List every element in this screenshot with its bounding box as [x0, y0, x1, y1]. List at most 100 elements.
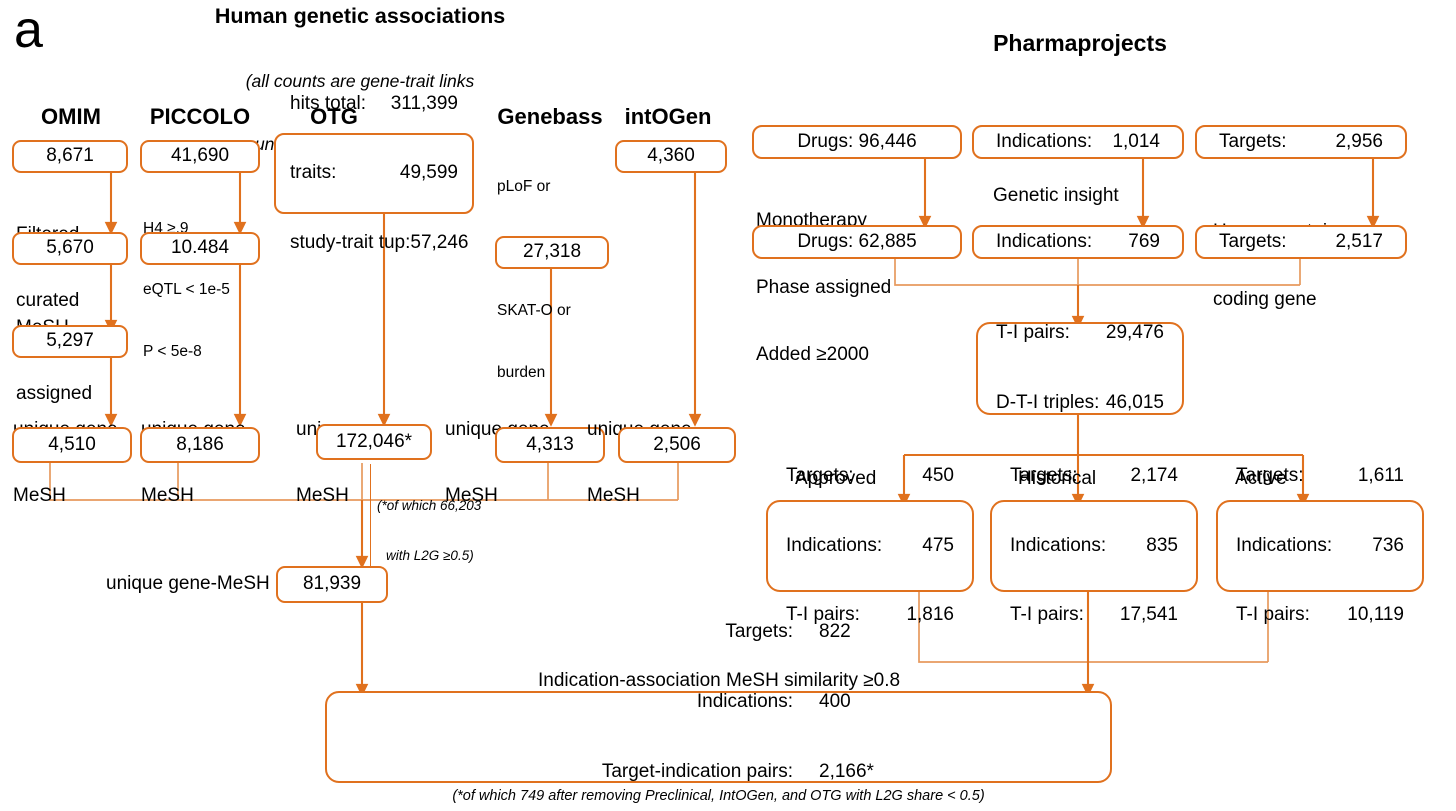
piccolo-top-box: 41,690: [140, 140, 260, 173]
historical-value: 17,541: [1119, 604, 1178, 626]
ti-pairs-box: T-I pairs: 29,476 D-T-I triples: 46,015: [976, 322, 1184, 415]
indications-top-rows: Indications: 1,014: [974, 85, 1182, 199]
indications-bottom-row: Indications: 769: [996, 230, 1160, 255]
genebass-unique-label: unique gene- MeSH: [445, 375, 557, 551]
approved-row: Targets: 450: [786, 464, 954, 489]
indications-top-key: Indications:: [996, 130, 1093, 152]
intogen-unique-label: unique gene- MeSH: [587, 375, 699, 551]
targets-top-rows: Targets: 2,956: [1197, 85, 1405, 199]
approved-rows: Targets: 450 Indications: 475 T-I pairs:…: [768, 419, 972, 672]
historical-key: Indications:: [1010, 534, 1107, 556]
final-value: 400: [819, 691, 851, 713]
piccolo-unique-label: unique gene- MeSH: [141, 375, 253, 551]
approved-key: Indications:: [786, 534, 883, 556]
final-value: 822: [819, 621, 851, 643]
drugs-filter-label: Monotherapy Phase assigned Added ≥2000: [756, 165, 961, 411]
piccolo-filter-line2: eQTL < 1e-5: [143, 281, 230, 299]
omim-unique-label: unique gene- MeSH: [13, 375, 124, 551]
historical-key: T-I pairs:: [1010, 604, 1084, 626]
approved-value: 475: [922, 534, 954, 556]
indications-top-value: 1,014: [1112, 130, 1160, 152]
targets-bottom-rows: Targets: 2,517: [1197, 185, 1405, 299]
otg-stats: hits total: 311,399 traits: 49,599 study…: [276, 47, 472, 300]
approved-value: 1,816: [906, 604, 954, 626]
indications-bottom-key: Indications:: [996, 230, 1093, 252]
category-label-approved: Approved: [795, 468, 877, 489]
source-header-omim: OMIM: [41, 104, 101, 129]
omim-unique-box: 4,510: [12, 427, 132, 463]
left-section-title: Human genetic associations: [214, 4, 506, 28]
otg-stat-key: traits:: [290, 162, 337, 184]
omim-mid-box: 5,670: [12, 232, 128, 265]
active-key: T-I pairs:: [1236, 604, 1310, 626]
targets-bottom-key: Targets:: [1219, 230, 1287, 252]
dti-triples-key: D-T-I triples:: [996, 391, 1100, 413]
otg-unique-line2: MeSH: [296, 485, 349, 507]
active-row: Targets: 1,611: [1236, 464, 1404, 489]
genebass-unique-box: 4,313: [495, 427, 605, 463]
historical-box: Targets: 2,174 Indications: 835 T-I pair…: [990, 465, 1198, 625]
final-key: Target-indication pairs:: [601, 761, 793, 783]
otg-stat-row: traits: 49,599: [290, 161, 458, 186]
indications-bottom-value: 769: [1128, 230, 1160, 252]
piccolo-filter-label: H4 ≥.9 eQTL < 1e-5 P < 5e-8: [143, 178, 263, 403]
final-rows: Targets: 822 Indications: 400 Target-ind…: [327, 574, 1110, 811]
genebass-unique-line2: MeSH: [445, 485, 498, 507]
source-header-piccolo: PICCOLO: [149, 104, 251, 129]
merged-genetic-label: unique gene-MeSH: [106, 573, 270, 594]
piccolo-filter-line3: P < 5e-8: [143, 342, 202, 360]
drugs-filter-line2: Phase assigned: [756, 277, 892, 299]
panel-letter: a: [14, 1, 43, 59]
omim-unique-line2: MeSH: [13, 485, 66, 507]
category-label-historical: Historical: [1018, 468, 1097, 489]
source-header-intogen: intOGen: [624, 104, 712, 129]
intogen-unique-line2: MeSH: [587, 485, 640, 507]
historical-row: T-I pairs: 17,541: [1010, 603, 1178, 628]
left-subtitle-line1: (all counts are gene-trait links: [245, 71, 475, 91]
otg-top-box: hits total: 311,399 traits: 49,599 study…: [274, 93, 474, 253]
active-rows: Targets: 1,611 Indications: 736 T-I pair…: [1218, 419, 1422, 672]
targets-top-key: Targets:: [1219, 130, 1287, 152]
otg-stat-value: 49,599: [399, 162, 458, 184]
otg-stat-key: hits total:: [290, 92, 367, 114]
historical-rows: Targets: 2,174 Indications: 835 T-I pair…: [992, 419, 1196, 672]
active-value: 736: [1372, 534, 1404, 556]
indications-top-row: Indications: 1,014: [996, 130, 1160, 155]
drugs-filter-line3: Added ≥2000: [756, 344, 869, 366]
genebass-filter-line1: pLoF or: [497, 178, 551, 196]
otg-unique-box: 172,046*: [316, 424, 432, 460]
ti-pairs-key: T-I pairs:: [996, 322, 1070, 344]
targets-top-box: Targets: 2,956: [1195, 125, 1407, 159]
approved-key: Targets:: [786, 465, 854, 487]
final-row: Target-indication pairs: 2,166*: [327, 759, 1110, 784]
genebass-filter-line3: SKAT-O or: [497, 301, 571, 319]
omim-filter1-line2: curated: [16, 290, 80, 312]
approved-row: Indications: 475: [786, 534, 954, 559]
final-result-box: Targets: 822 Indications: 400 Target-ind…: [325, 621, 1112, 783]
source-header-otg: OTG: [310, 104, 358, 129]
otg-footnote-line2: with L2G ≥0.5): [386, 548, 474, 564]
indications-bottom-box: Indications: 769: [972, 225, 1184, 259]
piccolo-unique-box: 8,186: [140, 427, 260, 463]
approved-row: T-I pairs: 1,816: [786, 603, 954, 628]
otg-stat-row: study-trait tup: 57,246: [290, 231, 469, 256]
final-key: Targets:: [725, 621, 793, 643]
otg-stat-value: 57,246: [410, 231, 469, 253]
final-row: Indications: 400: [327, 689, 1110, 714]
indications-filter-label: Genetic insight: [993, 185, 1119, 206]
targets-filter-line2: coding gene: [1213, 288, 1317, 310]
active-row: T-I pairs: 10,119: [1236, 603, 1404, 628]
targets-top-value: 2,956: [1335, 130, 1383, 152]
dti-triples-row: D-T-I triples: 46,015: [996, 391, 1164, 416]
piccolo-unique-line2: MeSH: [141, 485, 194, 507]
targets-bottom-box: Targets: 2,517: [1195, 225, 1407, 259]
historical-row: Indications: 835: [1010, 534, 1178, 559]
otg-footnote-line1: (*of which 66,203: [377, 497, 482, 513]
historical-row: Targets: 2,174: [1010, 464, 1178, 489]
final-row: Targets: 822: [327, 619, 1110, 644]
approved-value: 450: [922, 465, 954, 487]
otg-stat-key: study-trait tup:: [290, 231, 411, 253]
genebass-filter-line4: burden: [497, 363, 546, 381]
active-row: Indications: 736: [1236, 534, 1404, 559]
indications-top-box: Indications: 1,014: [972, 125, 1184, 159]
